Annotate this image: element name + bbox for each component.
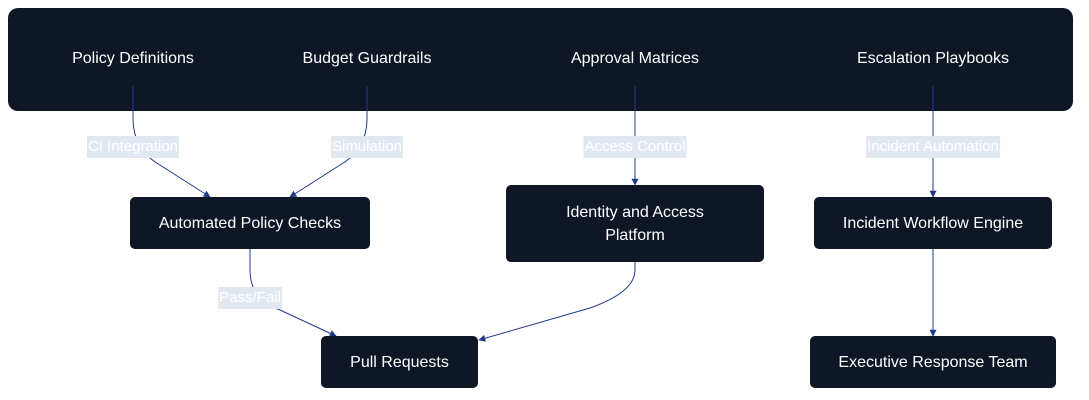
node-pull-requests[interactable]: Pull Requests <box>321 336 478 388</box>
edge-label-incident-automation: Incident Automation <box>866 136 1000 158</box>
cluster-label-approval-matrices: Approval Matrices <box>570 50 700 67</box>
governance-cluster <box>8 8 1073 111</box>
cluster-label-escalation-playbooks: Escalation Playbooks <box>856 50 1010 67</box>
edge-label-access-control: Access Control <box>583 136 687 158</box>
node-executive-response-team[interactable]: Executive Response Team <box>810 336 1056 388</box>
node-label: Incident Workflow Engine <box>842 214 1024 232</box>
cluster-label-budget-guardrails: Budget Guardrails <box>302 50 432 67</box>
node-label: Automated Policy Checks <box>158 214 342 232</box>
node-automated-policy-checks[interactable]: Automated Policy Checks <box>130 197 370 249</box>
node-label: Pull Requests <box>350 353 449 371</box>
node-label-line-1: Identity and Access <box>566 203 704 221</box>
edge-label-simulation: Simulation <box>330 136 404 158</box>
node-label-line-2: Platform <box>605 226 665 244</box>
edge-label-pass-fail: Pass/Fail <box>218 287 282 309</box>
edge-identity-to-pull-requests <box>478 262 636 342</box>
node-identity-access-platform[interactable]: Identity and Access Platform <box>506 185 764 262</box>
node-incident-workflow-engine[interactable]: Incident Workflow Engine <box>814 197 1052 249</box>
cluster-label-policy-definitions: Policy Definitions <box>72 50 194 67</box>
edge-label-ci-integration: CI Integration <box>86 136 180 158</box>
node-label: Executive Response Team <box>838 353 1028 371</box>
